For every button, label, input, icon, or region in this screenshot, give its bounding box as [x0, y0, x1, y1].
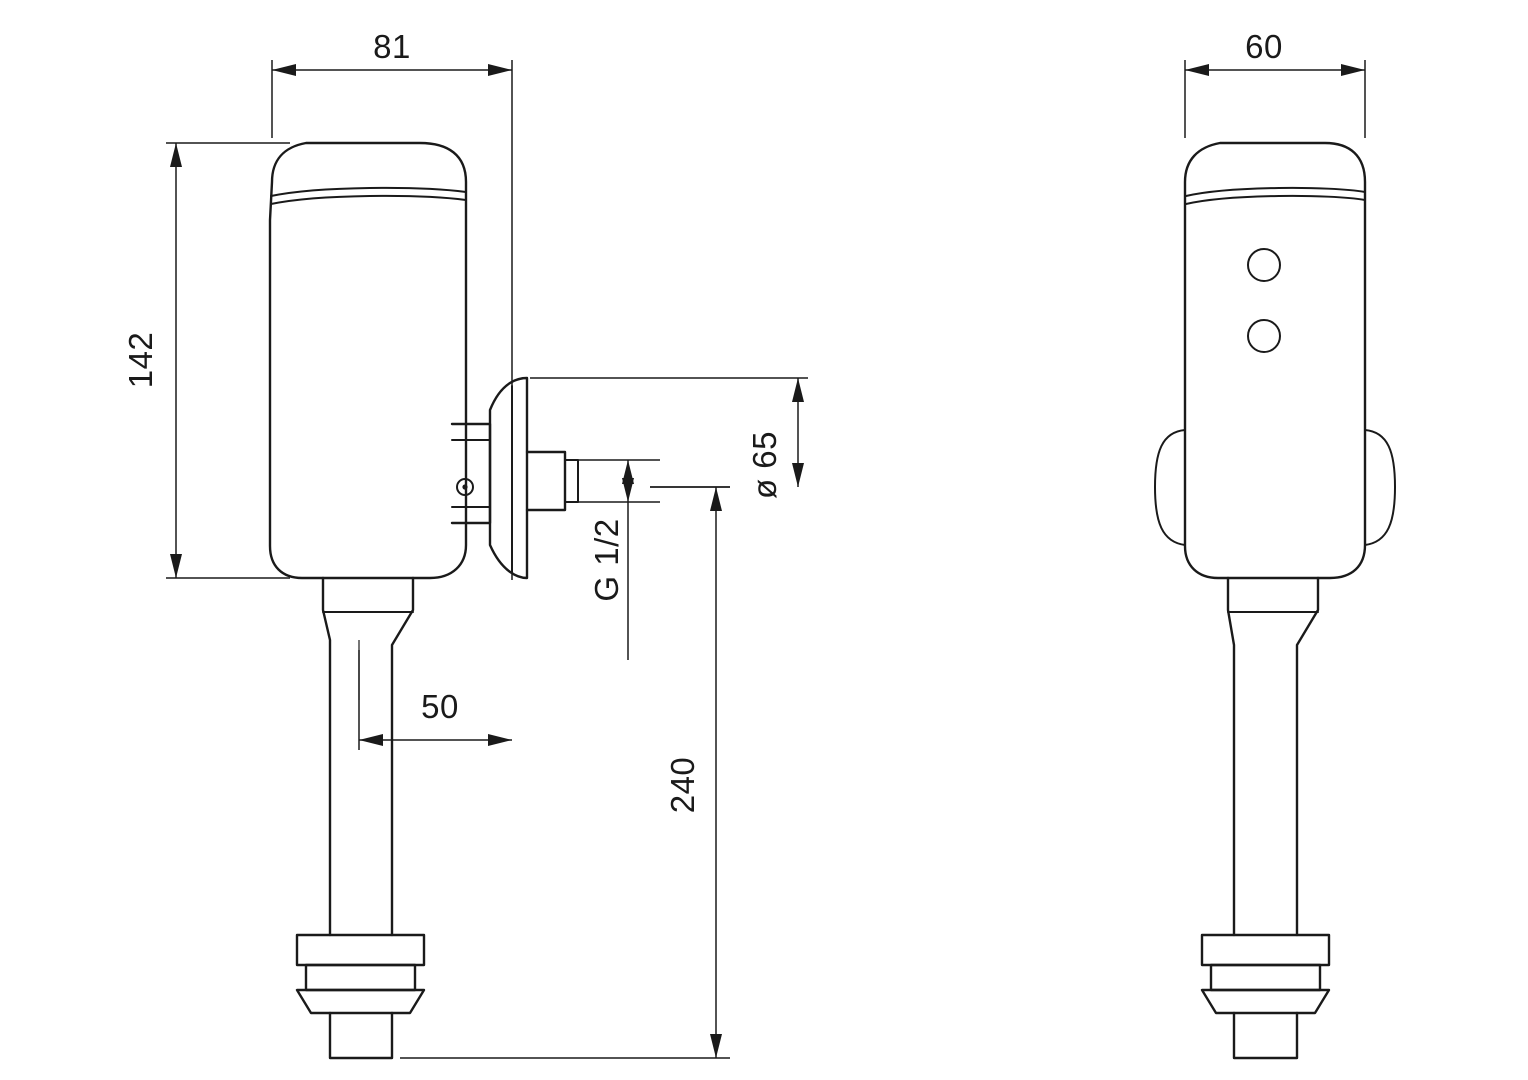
front-lower-ring-1	[1209, 963, 1322, 992]
set-screw	[456, 478, 474, 496]
front-body-outline	[1183, 141, 1367, 580]
front-view-geometry	[1154, 141, 1396, 1060]
sensor-window-lower	[1247, 319, 1281, 353]
dim-label-50: 50	[421, 688, 459, 725]
front-top-cap-line-2	[1185, 194, 1366, 205]
front-top-cap-line	[1185, 186, 1366, 197]
arrow-g12-bottom	[622, 478, 634, 502]
set-screw-dot	[462, 484, 468, 490]
side-neck-block	[450, 422, 492, 525]
dimension-height-240: 240	[400, 486, 730, 1059]
arrow-81-right	[488, 64, 512, 76]
front-right-bulge	[1364, 429, 1396, 546]
dim-label-240: 240	[664, 757, 701, 814]
sensor-window-upper	[1247, 248, 1281, 282]
arrow-60-left	[1185, 64, 1209, 76]
dimension-width-60: 60	[1184, 28, 1366, 138]
side-lower-spigot	[328, 1011, 394, 1060]
dim-label-81: 81	[373, 28, 411, 65]
side-lower-ring-1	[304, 963, 417, 992]
arrow-60-right	[1341, 64, 1365, 76]
dimension-width-81: 81	[271, 28, 513, 580]
dimension-height-142: 142	[122, 142, 290, 579]
side-lower-connector	[295, 933, 426, 967]
arrow-142-bottom	[170, 554, 182, 578]
arrow-81-left	[272, 64, 296, 76]
front-lower-ring-2	[1200, 988, 1331, 1015]
side-lower-ring-2	[295, 988, 426, 1015]
arrow-d65-top	[792, 378, 804, 402]
front-left-bulge	[1154, 429, 1186, 546]
arrow-240-bottom	[710, 1034, 722, 1058]
arrow-d65-bottom	[792, 463, 804, 487]
side-outlet-pipe	[321, 576, 415, 937]
side-top-cap-line-2	[270, 194, 467, 205]
front-outlet-pipe	[1226, 576, 1320, 937]
dim-label-60: 60	[1245, 28, 1283, 65]
arrow-240-top	[710, 487, 722, 511]
dimension-flange-d65: ø 65	[530, 377, 808, 499]
side-wall-flange	[488, 376, 529, 580]
arrow-50-right	[488, 734, 512, 746]
arrow-142-top	[170, 143, 182, 167]
side-top-cap-line	[270, 186, 467, 197]
side-view-geometry	[268, 141, 579, 1060]
front-lower-connector	[1200, 933, 1331, 967]
side-body-outline	[268, 141, 468, 580]
side-thread-nipple	[525, 450, 567, 512]
dim-label-d65: ø 65	[746, 431, 783, 499]
front-lower-spigot	[1232, 1011, 1299, 1060]
arrow-50-left	[359, 734, 383, 746]
dim-label-142: 142	[122, 332, 159, 389]
side-thread-nipple-end	[564, 459, 579, 503]
dimension-offset-50: 50	[358, 650, 512, 750]
dim-label-g12: G 1/2	[588, 518, 625, 601]
dimension-thread-g12: G 1/2	[578, 459, 660, 660]
